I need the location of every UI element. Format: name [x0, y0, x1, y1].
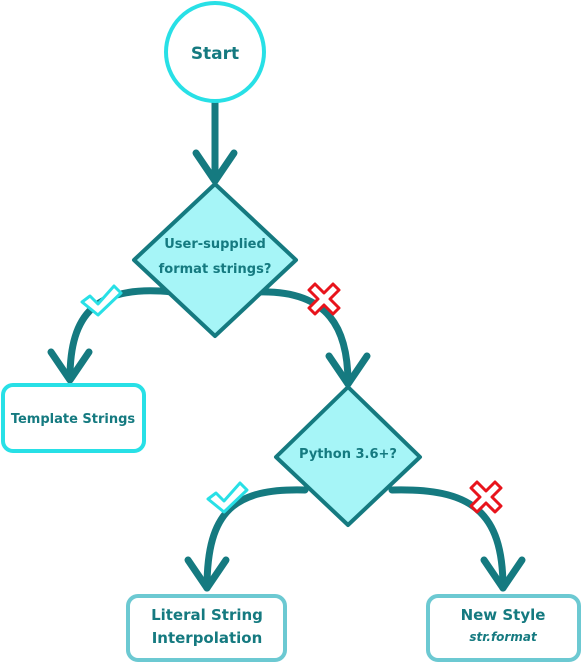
new-style-line2: str.format [469, 630, 538, 644]
template-strings-label: Template Strings [11, 412, 136, 427]
decision-user-supplied-line1: User-supplied [164, 237, 266, 252]
check-icon [206, 481, 249, 514]
literal-interpolation-node: Literal String Interpolation [126, 594, 287, 662]
new-style-box [426, 594, 581, 662]
connectors [47, 97, 526, 592]
decision-diamond [132, 182, 298, 338]
arrowhead-down-icon [184, 556, 230, 592]
arrowhead-down-icon [325, 352, 371, 388]
new-style-node: New Style str.format [426, 594, 581, 662]
check-icon [80, 284, 123, 317]
start-node: Start [164, 1, 266, 103]
literal-interpolation-box [126, 594, 287, 662]
edge-decision1-to-decision2 [254, 288, 352, 387]
arrowhead-down-icon [47, 348, 93, 384]
cross-icon [307, 282, 341, 316]
template-strings-box [1, 383, 146, 453]
decision-user-supplied: User-supplied format strings? [132, 182, 298, 338]
new-style-line1: New Style [461, 606, 546, 624]
decision-python: Python 3.6+? [274, 385, 422, 527]
cross-icon [469, 480, 503, 514]
literal-interpolation-line1: Literal String [151, 606, 263, 624]
start-circle [164, 1, 266, 103]
arrowhead-down-icon [480, 556, 526, 592]
edge-decision2-to-literal [203, 486, 309, 592]
decision-user-supplied-line2: format strings? [159, 262, 272, 277]
start-label: Start [191, 44, 239, 64]
decision-diamond [274, 385, 422, 527]
template-strings-node: Template Strings [1, 383, 146, 453]
arrowhead-down-icon [192, 149, 238, 185]
decision-python-label: Python 3.6+? [299, 447, 397, 462]
literal-interpolation-line2: Interpolation [152, 629, 263, 647]
